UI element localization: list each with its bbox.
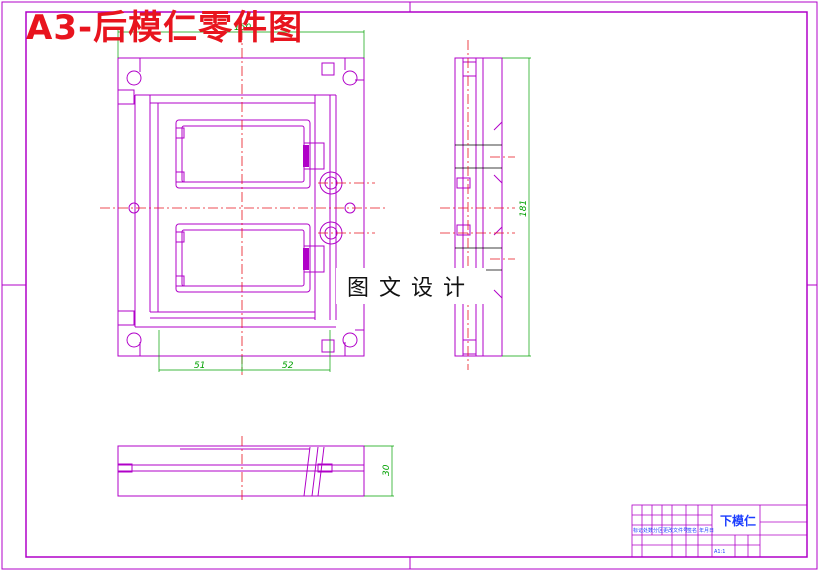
- title-block-note-3: 更改文件号: [663, 528, 689, 534]
- dim-side-height: 181: [519, 200, 529, 217]
- drawing-title: A3-后模仁零件图: [26, 8, 304, 48]
- side-view: [454, 57, 503, 357]
- title-block-note-0: 标记: [633, 528, 644, 534]
- title-block-note-1: 处数: [643, 528, 654, 534]
- front-dimensions: [117, 30, 365, 372]
- dim-bottom-thickness: 30: [382, 464, 392, 476]
- dim-right-span: 52: [282, 361, 294, 371]
- watermark: 图文设计: [336, 268, 486, 304]
- title-block-note-2: 分区: [653, 528, 664, 534]
- dim-top-width: 150: [234, 23, 251, 33]
- side-centerlines: [440, 40, 515, 370]
- bottom-view: [117, 445, 365, 497]
- title-block: [631, 504, 808, 558]
- front-centerlines: [100, 30, 385, 375]
- title-block-scale: A1:1: [714, 549, 726, 555]
- title-block-part-name: 下模仁: [719, 514, 756, 528]
- title-block-note-5: 年月日: [699, 528, 715, 534]
- dim-left-span: 51: [194, 361, 205, 371]
- front-view: [117, 57, 365, 357]
- title-block-note-4: 签名: [687, 528, 698, 534]
